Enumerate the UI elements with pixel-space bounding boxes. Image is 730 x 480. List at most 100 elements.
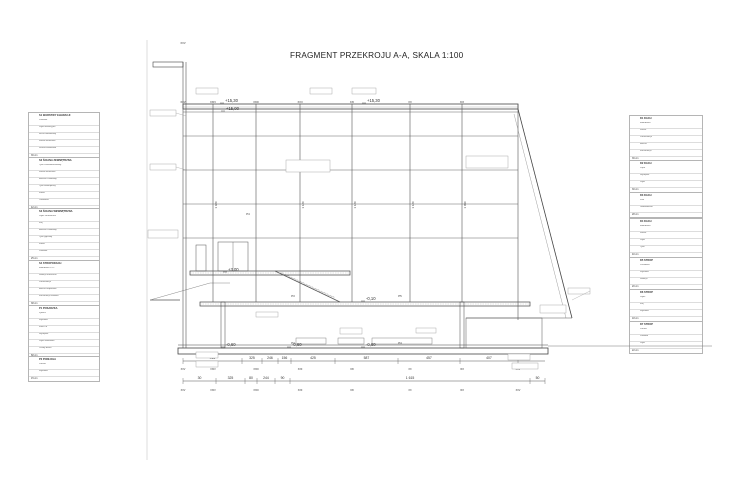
callout-box — [195, 351, 219, 359]
legend-row: Tynk wewnętrzny — [29, 185, 99, 192]
legend-row: Papa — [630, 167, 702, 174]
legend-row: Płyta — [630, 342, 702, 349]
vertical-dimension: 1 020 — [214, 201, 218, 208]
room-code: P3 — [291, 294, 295, 298]
legend-row: Izolacja — [630, 278, 702, 285]
room-code: P4 — [398, 341, 402, 345]
legend-row: Membrana — [630, 122, 702, 129]
legend-row: Powłoka — [29, 119, 99, 126]
legend-row: Płyta — [630, 239, 702, 246]
callouts — [147, 87, 591, 370]
legend-row-text: Wełna mineralna — [39, 171, 56, 173]
legend-row: Podkład — [630, 335, 702, 342]
foundation-slab — [177, 347, 549, 355]
dimension-value: 30 — [198, 376, 202, 380]
grid-axis-label-top: XXI — [350, 100, 354, 104]
staircase — [274, 270, 341, 303]
dimension-value: 407 — [486, 356, 492, 360]
vertical-dimension: 1 090 — [463, 201, 467, 208]
legend-row-text: Parkiet — [39, 363, 46, 366]
dimension-value: 90 — [281, 376, 285, 380]
legend-row: Klej — [29, 222, 99, 230]
grid-axis-label-bottom: XXII — [298, 389, 303, 392]
legend-heading: D3 DACH — [640, 194, 652, 198]
elevation-markers: +15,30+15,00+15,30+3,00-0,10-0,60-0,60-0… — [220, 98, 381, 348]
grid-axis-label-mid: XXV — [181, 368, 186, 371]
legend-row-text: Płytki — [640, 295, 646, 298]
legend-row-text: Powłoka — [39, 250, 48, 253]
legend-row-text: Okładzina — [39, 199, 49, 201]
sloped-facade-inner — [513, 113, 567, 319]
legend-row: Żwir — [630, 199, 702, 207]
legend-thickness: 30 cm — [632, 188, 639, 191]
legend-thickness: 42 cm — [29, 206, 99, 210]
basement-wall — [220, 301, 226, 349]
legend-row-text: Podkład — [640, 335, 648, 337]
grid-axis-label-mid: XXIV — [210, 368, 216, 371]
legend-row: Wylewka — [630, 271, 702, 278]
grid-axis-label-bottom: XXV — [181, 389, 186, 392]
legend-row: Blacha — [630, 143, 702, 150]
legend-thickness: 25 cm — [29, 257, 99, 261]
dimension-value: 587 — [364, 356, 370, 360]
callout-box — [465, 155, 509, 169]
callout-box — [351, 87, 377, 95]
grid-axis-label-bottom: XXIV — [210, 389, 216, 392]
legend-row: Panele — [630, 328, 702, 335]
dimension-value: 457 — [426, 356, 432, 360]
legend-row: Płytki ceramiczne — [29, 215, 99, 223]
legend-row-text: Konstrukcja stalowa — [39, 294, 59, 297]
legend-row: Tynk gipsowy — [29, 236, 99, 244]
legend-row-text: Wełna — [640, 232, 647, 234]
legend-row: Okładzina — [29, 199, 99, 206]
dimension-value: 156 — [282, 356, 288, 360]
legend-row: Izolacja termiczna — [29, 274, 99, 281]
legend-row: Płyta żelbetowa — [29, 340, 99, 347]
legend-row-text: Płyta — [640, 342, 645, 344]
legend-thickness: 36 cm — [31, 154, 38, 157]
vertical-dimension: 1 120 — [301, 201, 305, 208]
grid-axis-label-mid: XXII — [298, 368, 303, 371]
legend-row: Płytki — [630, 296, 702, 303]
elevation-label: +15,30 — [225, 98, 239, 103]
legend-row-text: Bloczek silikatowy — [39, 178, 57, 180]
grid-axis-label-mid: XX — [408, 368, 412, 371]
vertical-dimension: 1 120 — [411, 201, 415, 208]
staircase-steps — [280, 272, 335, 299]
legend-row-text: Tynk gipsowy — [39, 236, 53, 239]
legend-row: Wełna mineralna — [29, 140, 99, 147]
elevation-label: +15,00 — [226, 106, 240, 111]
legend-heading: D7 STROP — [640, 323, 653, 326]
legend-row: Wylewka — [29, 319, 99, 326]
legend-row-text: Izolacja termiczna — [39, 273, 57, 276]
legend-row: Farba — [29, 243, 99, 251]
legend-row: Parkiet — [29, 363, 99, 371]
legend-row-text: Żwir — [640, 199, 645, 202]
dimension-value: 325 — [249, 356, 255, 360]
legend-row-text: Tynk wewnętrzny — [39, 185, 56, 187]
legend-thickness: 15 cm — [31, 377, 38, 381]
legend-row: Blacha trapezowa — [29, 288, 99, 295]
equipment-block — [337, 337, 365, 345]
legend-row-text: Membrana — [640, 122, 651, 124]
legend-row-text: Paroizolacja — [39, 280, 51, 283]
grid-axis-label-bottom: XIX — [460, 389, 464, 392]
legend-row-text: Powłoka — [39, 119, 48, 121]
grid-axis-label-top: XX — [408, 100, 412, 104]
bottom-grid-axis: XXVXXVXXIVXXIVXXIIIXXIIIXXIIXXIIXXIXXIXX… — [181, 368, 521, 392]
legend-row-text: Ściana żelbetowa — [39, 147, 57, 149]
grid-axis-label-bottom: XXIII — [253, 389, 259, 392]
grid-axis-label-mid: XXIII — [253, 368, 259, 371]
legend-row-text: Styropian — [39, 332, 49, 335]
dimension-value: 80 — [249, 376, 253, 380]
legend-row: Styropian — [630, 174, 702, 181]
legend-row: Płyta elewacyjna — [29, 126, 99, 133]
legend-row-text: Wylewka — [39, 318, 48, 321]
legend-row: Żywica — [29, 312, 99, 319]
